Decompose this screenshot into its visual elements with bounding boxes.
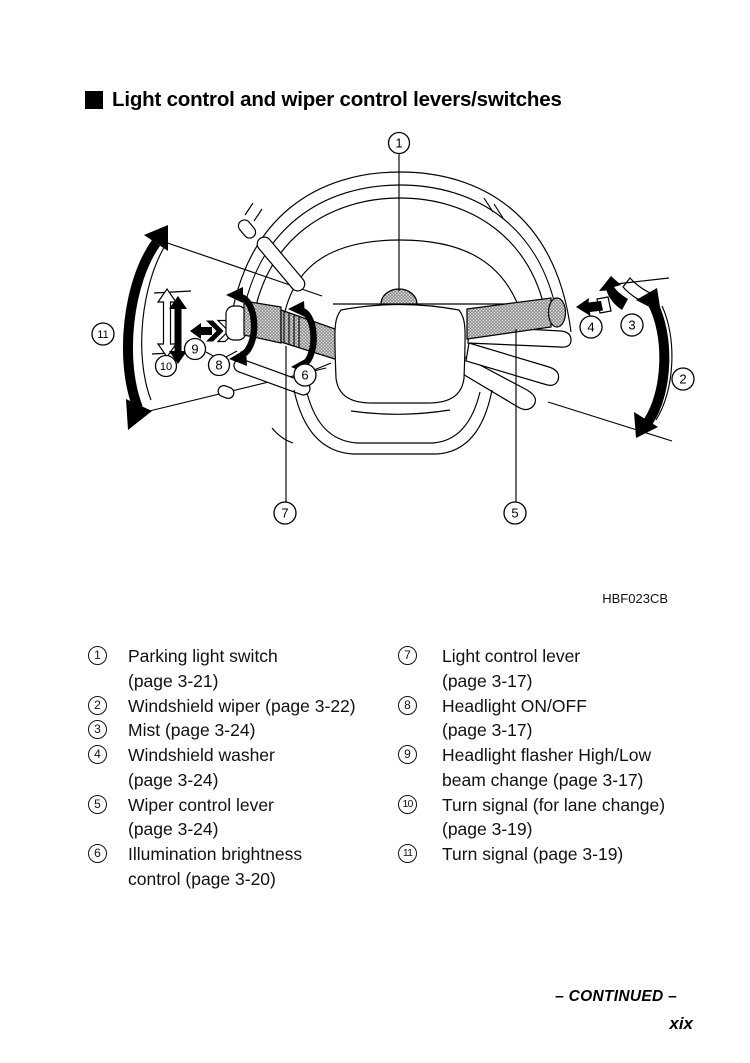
legend-text: control (page 3-20) <box>128 868 276 889</box>
section-header: Light control and wiper control levers/s… <box>85 88 562 112</box>
callout-number-badge: 7 <box>398 646 417 665</box>
callout-number-badge: 4 <box>88 745 107 764</box>
svg-text:5: 5 <box>511 506 518 521</box>
column-stalks <box>217 219 311 399</box>
legend-text: Turn signal (page 3-19) <box>442 844 624 864</box>
legend-item: 1 Parking light switch (page 3-21) <box>88 644 356 694</box>
legend-text: (page 3-17) <box>442 670 533 691</box>
callout-number-badge: 8 <box>398 695 417 715</box>
legend-item: 6 Illumination brightness control (page … <box>88 842 356 892</box>
legend-item: 5 Wiper control lever (page 3-24) <box>88 793 356 843</box>
callout-number-badge: 1 <box>88 646 107 665</box>
legend-text: Windshield washer <box>128 745 275 765</box>
page-title: Light control and wiper control levers/s… <box>112 88 562 111</box>
svg-text:11: 11 <box>97 329 108 341</box>
callout-number-badge: 10 <box>398 794 417 814</box>
callout-9: 9 <box>183 337 207 361</box>
legend-item: 4 Windshield washer (page 3-24) <box>88 743 356 793</box>
continued-label: – CONTINUED – <box>555 988 677 1005</box>
callout-4: 4 <box>579 315 603 339</box>
legend-text: (page 3-17) <box>442 720 533 741</box>
callout-number-badge: 9 <box>398 745 417 764</box>
callout-1: 1 <box>387 131 411 155</box>
callout-number-badge: 5 <box>88 794 107 814</box>
washer-arrow <box>576 296 612 316</box>
callout-number-badge: 11 <box>398 844 417 863</box>
legend-item: 9 Headlight flasher High/Low beam change… <box>398 743 665 793</box>
lane-change-arrow <box>151 287 216 364</box>
callout-10: 10 <box>154 354 178 378</box>
legend-text: (page 3-24) <box>128 769 219 790</box>
svg-text:6: 6 <box>301 368 308 383</box>
section-marker-icon <box>85 91 103 109</box>
callout-5: 5 <box>503 501 527 525</box>
svg-text:4: 4 <box>587 320 594 335</box>
legend-item: 2 Windshield wiper (page 3-22) <box>88 694 356 719</box>
legend-item: 11 Turn signal (page 3-19) <box>398 842 665 867</box>
parking-light-switch-knob <box>380 288 418 305</box>
legend-text: Headlight ON/OFF <box>442 695 587 716</box>
callout-number-badge: 6 <box>88 844 107 863</box>
legend-item: 3 Mist (page 3-24) <box>88 718 356 743</box>
wiper-range-arrow <box>547 277 673 442</box>
legend-text: Headlight flasher High/Low <box>442 745 652 765</box>
steering-column-diagram: 1 11 10 9 8 6 7 5 <box>91 131 695 525</box>
legend-item: 10 Turn signal (for lane change) (page 3… <box>398 793 665 843</box>
callout-2: 2 <box>671 367 695 391</box>
callout-number-badge: 3 <box>88 720 107 740</box>
legend-text: Windshield wiper (page 3-22) <box>128 695 356 716</box>
callout-7: 7 <box>273 501 297 525</box>
legend-column-left: 1 Parking light switch (page 3-21) 2 Win… <box>88 644 356 892</box>
callout-3: 3 <box>620 313 644 337</box>
svg-text:1: 1 <box>395 136 402 151</box>
legend-text: (page 3-21) <box>128 670 219 691</box>
page-number: xix <box>669 1014 693 1033</box>
svg-text:2: 2 <box>679 372 686 387</box>
svg-text:8: 8 <box>215 358 222 373</box>
steering-wheel-pad <box>271 288 493 455</box>
figure-code: HBF023CB <box>602 591 668 606</box>
headlight-rotate-arrow <box>226 287 258 366</box>
legend-text: beam change (page 3-17) <box>442 769 644 790</box>
svg-text:10: 10 <box>160 361 172 373</box>
legend-item: 8 Headlight ON/OFF (page 3-17) <box>398 694 665 744</box>
svg-text:7: 7 <box>281 506 288 521</box>
legend-text: Light control lever <box>442 646 581 666</box>
turn-signal-range-arrow <box>122 225 327 430</box>
callout-leader-lines <box>225 154 517 502</box>
legend-text: (page 3-19) <box>442 819 533 840</box>
legend-text: Parking light switch <box>128 646 278 666</box>
callout-number-badge: 2 <box>88 695 107 715</box>
legend-text: Turn signal (for lane change) <box>442 794 666 815</box>
callout-11: 11 <box>91 322 115 346</box>
callout-8: 8 <box>207 353 231 377</box>
legend-item: 7 Light control lever (page 3-17) <box>398 644 665 694</box>
legend-text: Wiper control lever <box>128 794 274 815</box>
turn-signal-lever <box>225 287 339 374</box>
svg-text:3: 3 <box>628 318 635 333</box>
wiper-lever <box>466 297 567 340</box>
svg-text:9: 9 <box>191 342 198 357</box>
callout-6: 6 <box>293 363 317 387</box>
legend-text: Mist (page 3-24) <box>128 720 256 741</box>
legend-column-right: 7 Light control lever (page 3-17) 8 Head… <box>398 644 665 867</box>
legend-text: Illumination brightness <box>128 844 303 864</box>
legend-text: (page 3-24) <box>128 819 219 840</box>
